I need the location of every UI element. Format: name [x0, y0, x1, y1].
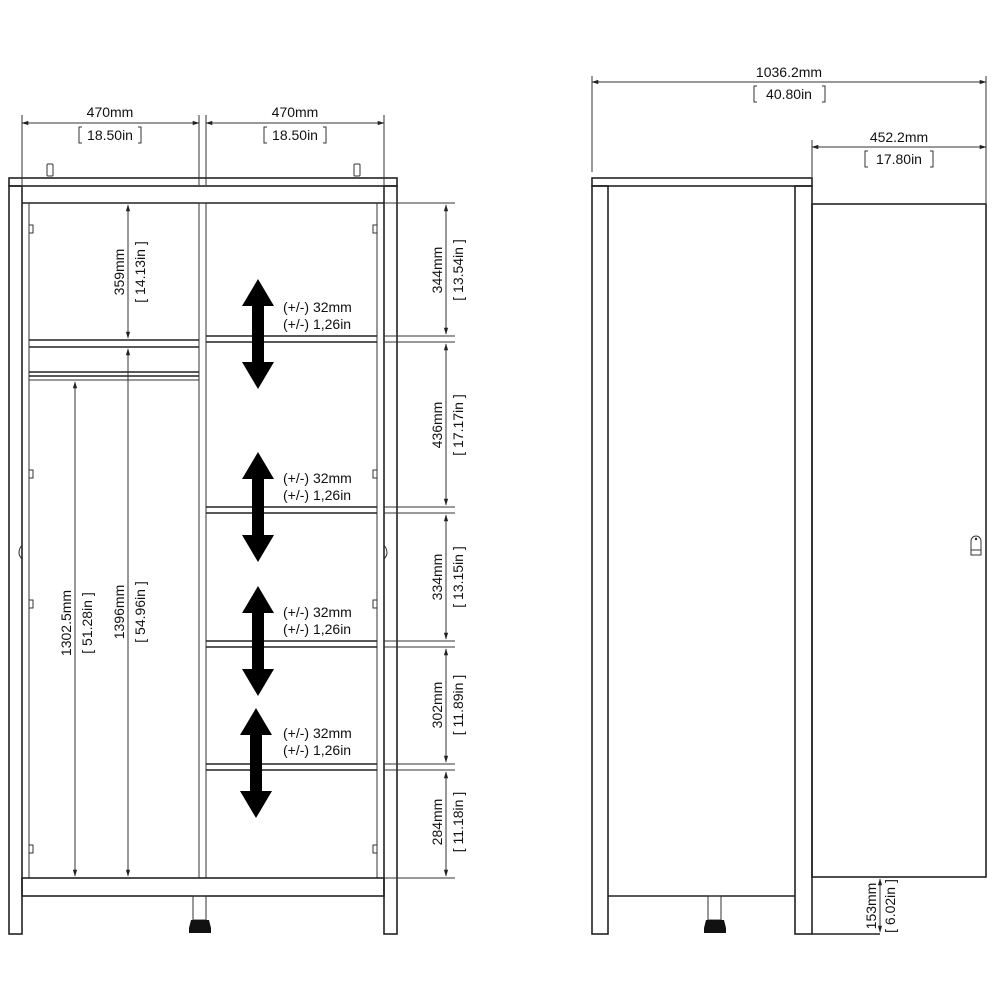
spacing-3-mm: 334mm	[429, 554, 445, 601]
shelf-height-in: [ 54.96in ]	[132, 581, 148, 643]
spacing-5-in: [ 11.18in ]	[450, 792, 466, 852]
adjust-4-in: (+/-) 1,26in	[283, 742, 351, 758]
spacing-2-in: [ 17.17in ]	[450, 394, 466, 456]
shelves	[206, 335, 377, 771]
adjust-2-in: (+/-) 1,26in	[283, 487, 351, 503]
right-side-panel	[383, 185, 398, 935]
double-arrow-icon	[240, 279, 274, 818]
adjust-1-mm: (+/-) 32mm	[283, 299, 352, 315]
side-door-edge	[794, 185, 813, 935]
width-right-mm: 470mm	[272, 104, 319, 120]
adjust-3-in: (+/-) 1,26in	[283, 621, 351, 637]
spacing-1-in: [ 13.54in ]	[450, 239, 466, 301]
side-view	[591, 76, 987, 935]
door-clearance-in: [ 6.02in ]	[882, 879, 898, 933]
door-handle-icon	[970, 535, 982, 556]
spacing-4-mm: 302mm	[429, 682, 445, 729]
spacing-4-in: [ 11.89in ]	[450, 675, 466, 735]
side-back-panel	[591, 185, 609, 935]
side-top-board	[591, 177, 813, 187]
total-depth-mm: 1036.2mm	[756, 64, 822, 80]
adjustable-foot-icon	[704, 895, 726, 933]
spacing-2-mm: 436mm	[429, 402, 445, 449]
adjust-3-mm: (+/-) 32mm	[283, 604, 352, 620]
middle-divider	[198, 202, 207, 879]
top-compartment-mm: 359mm	[111, 249, 127, 296]
spacing-5-mm: 284mm	[429, 799, 445, 846]
width-left-in: 18.50in	[87, 127, 133, 143]
open-door	[811, 203, 987, 878]
plinth	[21, 877, 385, 897]
rail-height-in: [ 51.28in ]	[79, 592, 95, 654]
door-depth-mm: 452.2mm	[870, 129, 928, 145]
shelf-spacing-dims	[384, 202, 455, 879]
width-right-in: 18.50in	[272, 127, 318, 143]
hinge-icon	[18, 224, 388, 854]
spacing-1-mm: 344mm	[429, 247, 445, 294]
adjust-2-mm: (+/-) 32mm	[283, 470, 352, 486]
total-depth-in: 40.80in	[766, 86, 812, 102]
front-view	[8, 115, 455, 935]
adjust-1-in: (+/-) 1,26in	[283, 316, 351, 332]
width-left-mm: 470mm	[87, 104, 134, 120]
adjust-4-mm: (+/-) 32mm	[283, 725, 352, 741]
top-compartment-in: [ 14.13in ]	[132, 241, 148, 303]
top-board	[8, 177, 398, 187]
adjustable-foot-icon	[189, 895, 211, 933]
door-clearance-mm: 153mm	[863, 883, 879, 930]
shelf-height-mm: 1396mm	[111, 585, 127, 639]
door-depth-in: 17.80in	[876, 151, 922, 167]
rail-height-mm: 1302.5mm	[58, 590, 74, 656]
spacing-3-in: [ 13.15in ]	[450, 546, 466, 608]
left-side-panel	[8, 185, 23, 935]
wall-bracket-icon	[46, 163, 361, 177]
